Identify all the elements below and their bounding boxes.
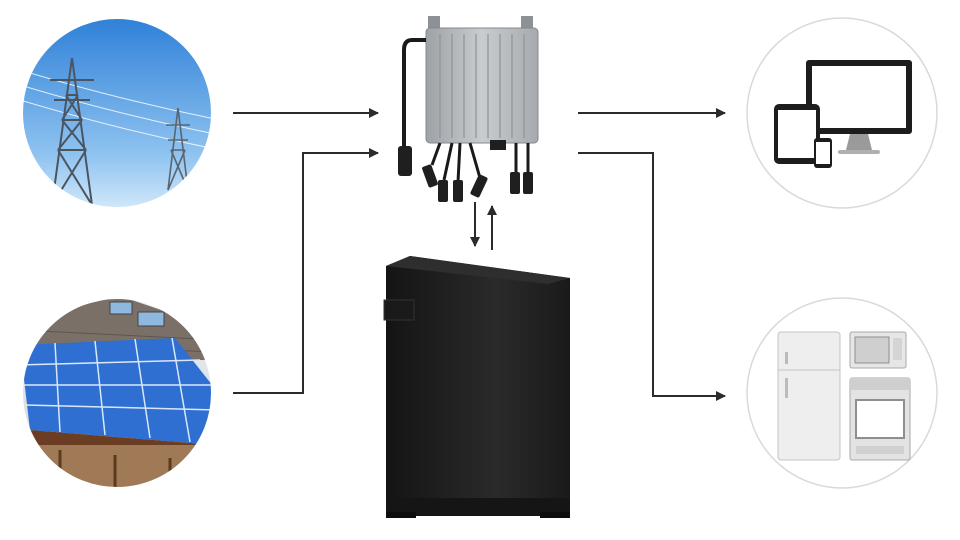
solar-node [21,297,213,489]
battery-cabinet-icon [383,256,570,518]
appliances-icon [777,331,911,461]
power-tower-icon [22,18,212,208]
appliances-node [746,297,938,489]
arrow-solar-to-inverter [233,148,379,394]
solar-panel-roof-icon [22,298,212,488]
electronics-node [746,17,938,209]
inverter-icon [398,16,539,202]
devices-icon [774,60,912,168]
arrows [233,108,726,401]
inverter-node [398,16,539,202]
battery-node [383,256,570,518]
grid-node [21,17,213,209]
arrow-inverter-to-appliances [578,152,726,401]
